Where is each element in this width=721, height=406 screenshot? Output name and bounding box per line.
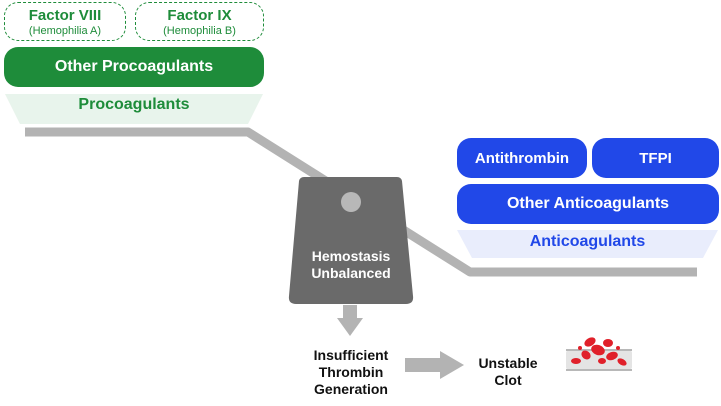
clot-icon [566, 337, 632, 371]
thrombin-line3: Generation [314, 381, 388, 397]
other-anticoagulants-box: Other Anticoagulants [457, 184, 719, 224]
factor-viii-title: Factor VIII [28, 7, 102, 24]
scale-label-line1: Hemostasis [311, 248, 391, 264]
scale-label: Hemostasis Unbalanced [292, 248, 410, 282]
procoagulants-label-bg [5, 94, 263, 124]
right-arrow-head [440, 351, 464, 379]
procoagulants-label: Procoagulants [78, 96, 190, 113]
scale-pivot [341, 192, 361, 212]
unstable-clot-text: Unstable Clot [468, 355, 548, 389]
anticoagulants-label-bg [457, 230, 718, 258]
insufficient-thrombin-text: Insufficient Thrombin Generation [292, 347, 410, 398]
clot-line1: Unstable [478, 355, 538, 371]
tfpi-box: TFPI [592, 138, 719, 178]
factor-viii-subtitle: (Hemophilia A) [28, 25, 102, 37]
other-procoagulants-box: Other Procoagulants [4, 47, 264, 87]
factor-ix-title: Factor IX [167, 7, 232, 24]
thrombin-line1: Insufficient [313, 347, 389, 363]
thrombin-line2: Thrombin [318, 364, 384, 380]
antithrombin-box: Antithrombin [457, 138, 587, 178]
anticoagulants-label: Anticoagulants [529, 233, 646, 250]
down-arrow-head [337, 318, 363, 336]
clot-line2: Clot [494, 372, 522, 388]
scale-body [288, 177, 414, 304]
right-arrow-shaft [405, 358, 443, 372]
factor-ix-subtitle: (Hemophilia B) [163, 25, 236, 37]
factor-viii-box: Factor VIII (Hemophilia A) [4, 2, 126, 41]
scale-label-line2: Unbalanced [311, 265, 391, 281]
factor-ix-box: Factor IX (Hemophilia B) [135, 2, 264, 41]
down-arrow-shaft [343, 305, 357, 321]
